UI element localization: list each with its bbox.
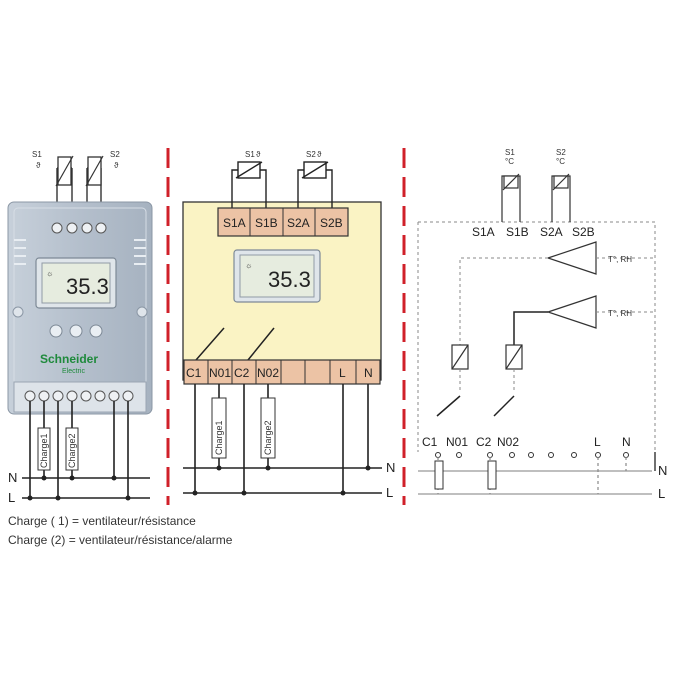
schematic-sensor-label-s1: S1 (505, 148, 515, 157)
device-buttons (49, 324, 103, 338)
terminal-l: L (339, 366, 346, 380)
theta-symbol: ϑ (317, 150, 322, 159)
amplifier-1-label: T°, RH (608, 255, 632, 264)
module-display (239, 254, 315, 298)
terminal-s1a: S1A (223, 216, 246, 230)
schematic-terminal-l: L (594, 435, 601, 449)
schematic-sensor-s2 (551, 173, 571, 222)
schematic-enclosure (418, 221, 656, 452)
sensor-s1-loop (231, 161, 267, 208)
amplifier-2-label: T°, RH (608, 309, 632, 318)
schematic-terminal-s1b: S1B (506, 225, 529, 239)
wiring-charge-2-box (260, 397, 276, 459)
terminal-s2a: S2A (287, 216, 310, 230)
device-side-clips (12, 306, 148, 318)
bottom-terminal-block (183, 359, 381, 385)
front-charge-2-box (65, 427, 79, 471)
terminal-c1: C1 (186, 366, 202, 380)
terminal-n01: N01 (209, 366, 231, 380)
terminal-c2: C2 (234, 366, 250, 380)
schematic-terminal-n02: N02 (497, 435, 519, 449)
front-view-panel: S1 ϑ S2 ϑ ☼ 35.3 (7, 150, 153, 505)
device-button-3 (89, 324, 103, 338)
schematic-terminal-s2a: S2A (540, 225, 563, 239)
front-line-n-label: N (8, 470, 17, 485)
schematic-supply-lines (418, 470, 652, 495)
wiring-sensor-label-s2: S2 (306, 150, 316, 159)
terminal-s1b: S1B (255, 216, 278, 230)
theta-symbol: ϑ (114, 161, 119, 170)
amplifier-2 (546, 295, 597, 329)
wiring-charge-1-label: Charge1 (214, 420, 224, 455)
schematic-load-1 (434, 460, 444, 490)
top-terminal-block (217, 207, 349, 237)
note-charge-2: Charge (2) = ventilateur/résistance/alar… (8, 533, 233, 547)
theta-symbol: ϑ (256, 150, 261, 159)
relay-contacts (195, 327, 275, 361)
schematic-line-l-label: L (658, 486, 665, 501)
device-side-vents (14, 239, 146, 265)
device-display (41, 262, 111, 304)
sensor-s2-loop (297, 161, 333, 208)
front-line-l-label: L (8, 490, 15, 505)
amplifier-1 (546, 241, 597, 275)
wiring-junction-dots (192, 465, 371, 496)
device-top-terminals (51, 222, 107, 234)
control-line-1 (459, 257, 548, 345)
schematic-terminal-s2b: S2B (572, 225, 595, 239)
wiring-charge-1-box (211, 397, 227, 459)
relay-coil-2 (505, 344, 523, 370)
schematic-terminal-s1a: S1A (472, 225, 495, 239)
schematic-drops (437, 457, 627, 494)
front-charge-2-label: Charge2 (67, 433, 77, 468)
device-bottom-terminals (24, 390, 134, 402)
relay-coil-1 (451, 344, 469, 370)
sensor-label-s2: S2 (110, 150, 120, 159)
terminal-n: N (364, 366, 373, 380)
wiring-line-l-label: L (386, 485, 393, 500)
display-icon: ☼ (245, 261, 252, 270)
sensor-s1-probe (55, 155, 74, 228)
schematic-panel: S1 °C S2 °C S1A S1B S2A S2B T°, RH T°, R… (417, 148, 667, 501)
front-junction-dots (27, 475, 131, 501)
schematic-terminal-c2: C2 (476, 435, 492, 449)
front-charge-1-box (37, 427, 51, 471)
schematic-terminal-n: N (622, 435, 631, 449)
theta-symbol: ϑ (36, 161, 41, 170)
schematic-load-2 (487, 460, 497, 490)
schematic-terminal-points (435, 452, 629, 458)
brand-logo-sub: Electric (62, 368, 85, 375)
wiring-line-n-label: N (386, 460, 395, 475)
display-icon: ☼ (46, 269, 53, 278)
device-button-2 (69, 324, 83, 338)
relay-switches (436, 395, 515, 417)
wiring-view-panel: S1 ϑ S2 ϑ S1A S1B S2A S2B ☼ 35.3 (182, 150, 395, 500)
wiring-sensor-label-s1: S1 (245, 150, 255, 159)
note-charge-1: Charge ( 1) = ventilateur/résistance (8, 514, 196, 528)
module-display-value: 35.3 (268, 267, 311, 292)
device-display-value: 35.3 (66, 274, 109, 299)
schematic-sensor-s1 (501, 173, 521, 222)
schematic-terminal-c1: C1 (422, 435, 438, 449)
schematic-terminal-n01: N01 (446, 435, 468, 449)
front-charge-1-label: Charge1 (39, 433, 49, 468)
schematic-sensor-label-s2: S2 (556, 148, 566, 157)
brand-logo: Schneider (40, 352, 98, 366)
schematic-line-n-label: N (658, 463, 667, 478)
sensor-label-s1: S1 (32, 150, 42, 159)
notes-block: Charge ( 1) = ventilateur/résistance Cha… (8, 512, 232, 550)
device-button-1 (49, 324, 63, 338)
terminal-s2b: S2B (320, 216, 343, 230)
terminal-n02: N02 (257, 366, 279, 380)
schematic-sensor-unit-s2: °C (556, 157, 565, 166)
wiring-wires (183, 384, 382, 494)
schematic-sensor-unit-s1: °C (505, 157, 514, 166)
wiring-charge-2-label: Charge2 (263, 420, 273, 455)
control-line-2 (513, 311, 548, 345)
